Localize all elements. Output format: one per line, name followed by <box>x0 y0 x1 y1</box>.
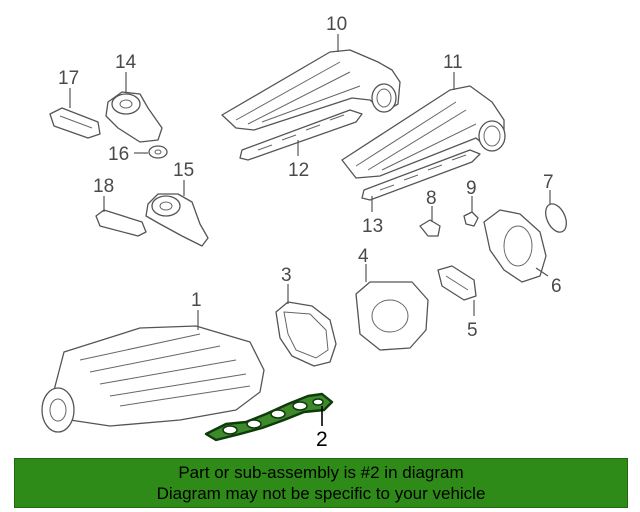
parts-diagram: 10 12 11 13 14 17 16 <box>41 14 571 451</box>
part-7-o-ring[interactable] <box>542 201 571 236</box>
callout-18: 18 <box>93 176 114 197</box>
callout-8: 8 <box>426 188 437 209</box>
part-18-shield[interactable] <box>95 209 147 237</box>
part-17-shield[interactable] <box>49 107 101 139</box>
callout-14: 14 <box>115 52 137 73</box>
banner-line-2: Diagram may not be specific to your vehi… <box>156 484 486 503</box>
callout-3: 3 <box>281 265 292 286</box>
part-2-intake-manifold-gasket[interactable] <box>204 392 334 442</box>
callout-12: 12 <box>288 160 309 181</box>
callout-10: 10 <box>326 14 347 35</box>
callout-7: 7 <box>543 172 554 193</box>
part-15-engine-mount[interactable] <box>145 193 209 247</box>
part-6-throttle-body[interactable] <box>483 209 547 283</box>
part-11-intake-plenum[interactable] <box>341 85 506 179</box>
part-4-housing[interactable] <box>355 281 429 351</box>
part-12-gasket[interactable] <box>239 109 363 161</box>
callout-4: 4 <box>358 246 369 267</box>
part-1-supercharger-assembly[interactable] <box>41 325 265 433</box>
part-9-nut[interactable] <box>463 211 479 227</box>
part-8-bracket[interactable] <box>419 219 441 237</box>
callout-5: 5 <box>467 320 478 341</box>
part-5-gasket[interactable] <box>437 265 477 301</box>
callout-13: 13 <box>362 216 383 237</box>
part-3-gasket-plate[interactable] <box>275 301 337 367</box>
banner-line-1: Part or sub-assembly is #2 in diagram <box>178 463 464 482</box>
part-16-washer[interactable] <box>148 145 168 159</box>
part-13-gasket[interactable] <box>361 149 481 201</box>
callout-15: 15 <box>173 160 194 181</box>
callout-6: 6 <box>551 276 562 297</box>
callout-11: 11 <box>443 52 463 73</box>
callout-17: 17 <box>58 68 79 89</box>
callout-16: 16 <box>108 144 129 165</box>
callout-1: 1 <box>191 290 202 311</box>
callout-9: 9 <box>466 178 477 199</box>
info-banner: Part or sub-assembly is #2 in diagram Di… <box>14 458 628 508</box>
part-10-intake-plenum[interactable] <box>221 49 401 131</box>
callout-2: 2 <box>316 428 328 451</box>
part-14-engine-mount[interactable] <box>105 91 163 143</box>
